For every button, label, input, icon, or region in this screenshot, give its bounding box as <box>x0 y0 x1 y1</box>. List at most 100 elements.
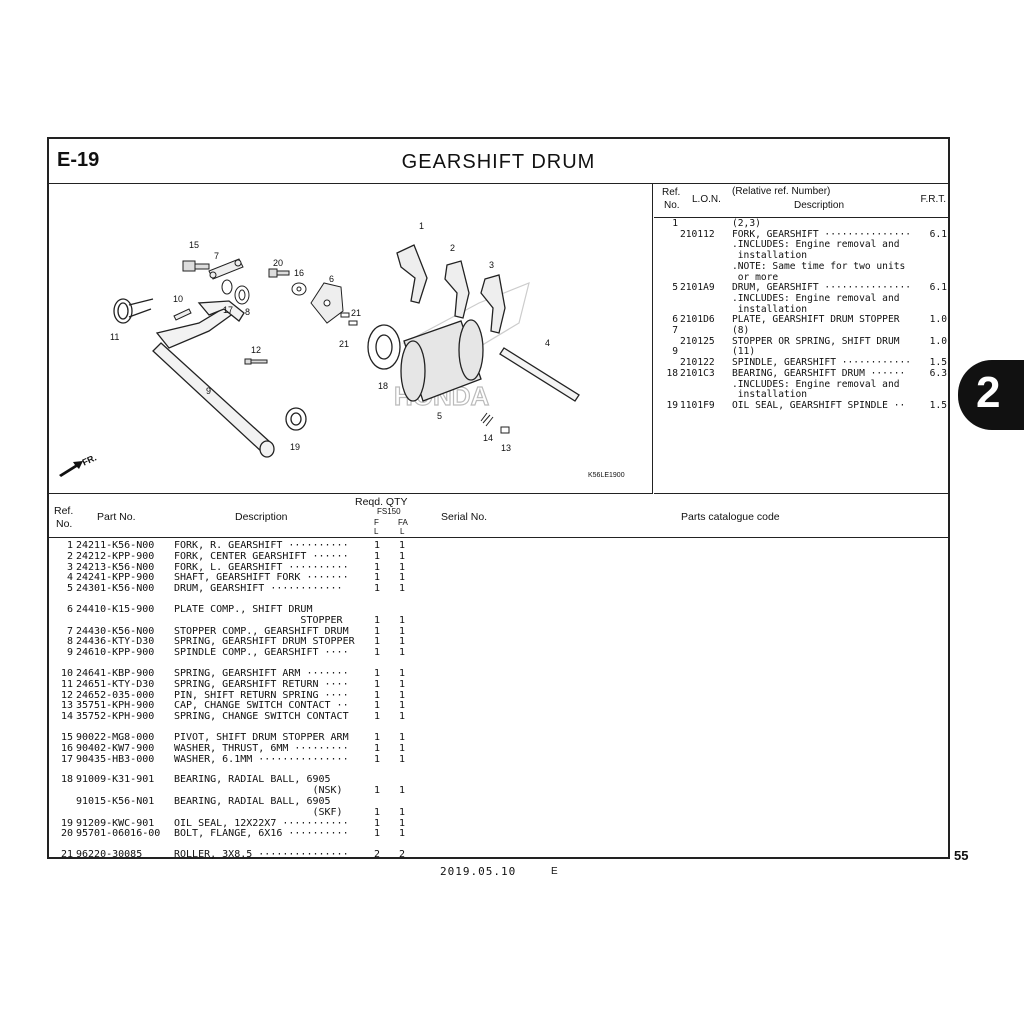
part-number: 24641-KBP-900 <box>76 668 155 679</box>
part-number: 24241-KPP-900 <box>76 572 155 584</box>
qty-fa: 1 <box>398 550 406 562</box>
lon-hdr-ref-no: No. <box>664 200 680 211</box>
part-description: SPRING, GEARSHIFT DRUM STOPPER <box>174 636 355 648</box>
part-5-drum <box>400 319 484 402</box>
callout-15: 15 <box>189 240 200 250</box>
part-13-cap <box>500 426 510 434</box>
parts-illustration: HONDA <box>59 244 580 477</box>
part-ref: 6 <box>66 604 73 615</box>
lon-frt: 6.1 <box>929 282 947 294</box>
callout-6: 6 <box>329 274 335 284</box>
part-ref: 20 <box>60 828 73 840</box>
callout-11: 11 <box>110 332 120 342</box>
qty-f: 1 <box>373 614 381 626</box>
callout-13: 13 <box>501 443 512 453</box>
section-tab: 2 <box>958 360 1024 430</box>
part-14-spring <box>480 412 494 427</box>
qty-fa: 1 <box>398 614 406 626</box>
part-description: STOPPER <box>174 614 343 626</box>
qty-f: 2 <box>373 849 381 861</box>
parts-hdr-ref-no: No. <box>56 518 73 530</box>
lon-code: 2101A9 <box>680 282 715 294</box>
qty-f: 1 <box>373 828 381 840</box>
qty-f: 1 <box>373 647 381 659</box>
qty-fa: 1 <box>398 668 406 679</box>
callout-18: 18 <box>378 381 389 391</box>
parts-hdr-model: FS150 <box>377 507 401 516</box>
part-19-oil-seal <box>285 407 307 431</box>
part-ref: 15 <box>60 732 73 743</box>
part-4-shaft <box>499 347 580 402</box>
footer-date: 2019.05.10 <box>440 865 517 878</box>
callout-2: 2 <box>450 243 456 253</box>
part-ref: 10 <box>60 668 73 679</box>
qty-f: 1 <box>373 550 381 562</box>
lon-hdr-desc: Description <box>794 200 845 211</box>
part-17-washer <box>221 279 233 295</box>
qty-f: 1 <box>373 817 381 829</box>
lon-code: 1101F9 <box>680 399 715 411</box>
callout-9: 9 <box>206 386 212 396</box>
part-number: 90022-MG8-000 <box>76 732 155 743</box>
footer-edition: E <box>551 866 558 877</box>
part-description: PIVOT, SHIFT DRUM STOPPER ARM <box>174 732 349 743</box>
lon-ref: 9 <box>672 346 678 358</box>
front-arrow-icon <box>59 461 83 477</box>
title-bar: E-19 GEARSHIFT DRUM <box>49 139 948 184</box>
part-number: 91015-K56-N01 <box>76 796 155 807</box>
part-number: 24652-035-000 <box>76 689 155 701</box>
callout-8: 8 <box>245 307 251 317</box>
part-description: PLATE COMP., SHIFT DRUM <box>174 604 313 615</box>
part-number: 24211-K56-N00 <box>76 540 155 551</box>
lon-description: STOPPER OR SPRING, SHIFT DRUM <box>732 335 900 347</box>
part-6-plate <box>310 282 344 324</box>
part-12-pin <box>244 358 268 365</box>
part-number: 24301-K56-N00 <box>76 583 155 595</box>
qty-fa: 1 <box>398 711 406 723</box>
qty-fa: 2 <box>398 849 406 861</box>
part-number: 90435-HB3-000 <box>76 753 155 765</box>
part-ref: 5 <box>66 583 73 595</box>
lon-description: .NOTE: Same time for two units <box>732 260 906 272</box>
parts-header: Ref. No. Part No. Description Reqd. QTY … <box>49 495 948 538</box>
qty-f: 1 <box>373 583 381 595</box>
part-description: FORK, CENTER GEARSHIFT ······ <box>174 550 349 562</box>
part-description: (NSK) <box>174 785 343 797</box>
part-ref: 14 <box>60 711 73 723</box>
part-ref: 11 <box>60 678 73 690</box>
lon-ref: 19 <box>666 399 678 411</box>
lon-description: .INCLUDES: Engine removal and <box>732 292 900 304</box>
part-description: SPINDLE COMP., GEARSHIFT ···· <box>174 647 349 659</box>
qty-fa: 1 <box>398 689 406 701</box>
callout-19: 19 <box>290 442 301 452</box>
part-description: BEARING, RADIAL BALL, 6905 <box>174 774 331 786</box>
part-number: 24436-KTY-D30 <box>76 636 155 648</box>
callout-3: 3 <box>489 260 495 270</box>
part-number: 91009-K31-901 <box>76 774 155 786</box>
lon-frt: 6.3 <box>929 367 947 379</box>
qty-f: 1 <box>373 561 381 573</box>
qty-fa: 1 <box>398 817 406 829</box>
lon-ref: 7 <box>672 325 678 336</box>
section-number: 2 <box>976 368 1001 417</box>
part-8-spring <box>234 285 250 305</box>
callout-10: 10 <box>173 294 184 304</box>
part-description: DRUM, GEARSHIFT ············ <box>174 583 343 595</box>
part-number: 24212-KPP-900 <box>76 550 155 562</box>
lon-header: Ref. No. L.O.N. (Relative ref. Number) D… <box>654 183 950 218</box>
part-description: STOPPER COMP., GEARSHIFT DRUM <box>174 625 349 637</box>
lon-description: DRUM, GEARSHIFT ··············· <box>732 282 912 294</box>
part-description: SHAFT, GEARSHIFT FORK ······· <box>174 572 349 584</box>
part-number: 95701-06016-00 <box>76 828 161 840</box>
part-description: SPRING, GEARSHIFT ARM ······· <box>174 668 349 679</box>
lon-code: 2101D6 <box>680 314 715 326</box>
callout-5: 5 <box>437 411 443 421</box>
lon-code: 210125 <box>680 335 715 347</box>
part-description: PIN, SHIFT RETURN SPRING ···· <box>174 689 349 701</box>
lon-description: .INCLUDES: Engine removal and <box>732 378 900 390</box>
lon-description: (11) <box>732 346 756 358</box>
part-ref: 19 <box>60 817 73 829</box>
page-number: 55 <box>954 848 969 863</box>
part-number: 91209-KWC-901 <box>76 817 155 829</box>
part-description: FORK, R. GEARSHIFT ·········· <box>174 540 349 551</box>
